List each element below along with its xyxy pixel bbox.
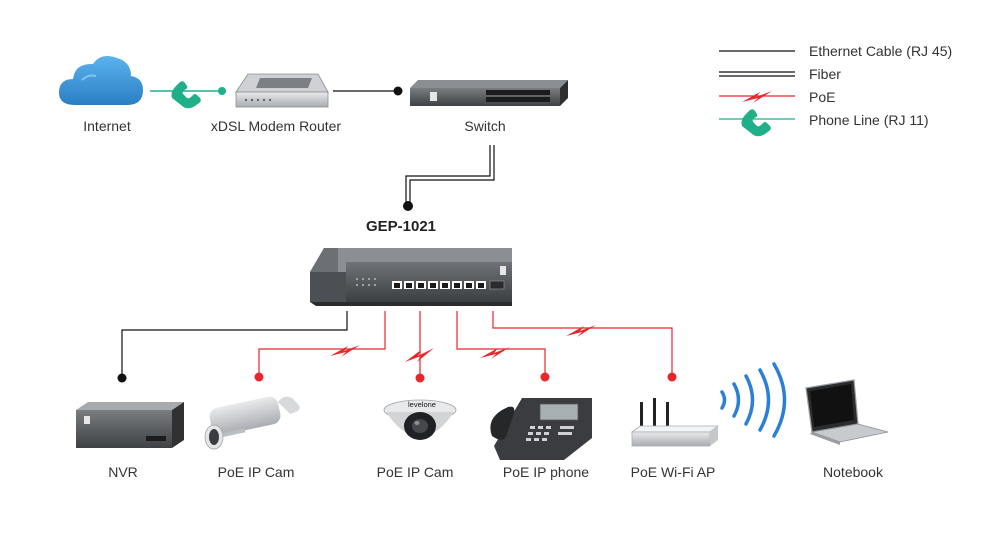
ip-phone-icon	[490, 398, 592, 460]
phone-line-connection	[150, 81, 226, 109]
label-poe-ip-phone: PoE IP phone	[502, 464, 590, 480]
dome-camera-icon: levelone	[383, 399, 457, 440]
legend-poe-label: PoE	[809, 89, 836, 105]
ethernet-gep-nvr	[117, 311, 348, 383]
label-poe-ip-cam-1: PoE IP Cam	[217, 464, 295, 480]
label-switch: Switch	[464, 118, 506, 134]
label-poe-ip-cam-2: PoE IP Cam	[376, 464, 454, 480]
phone-handset-icon	[171, 81, 201, 109]
poe-gep-ap	[492, 311, 677, 382]
lightning-icon	[480, 347, 510, 359]
cam-brand-text: levelone	[408, 400, 436, 409]
bullet-camera-icon	[204, 396, 300, 450]
poe-gep-cam2	[405, 311, 434, 383]
label-notebook: Notebook	[823, 464, 883, 480]
notebook-icon	[805, 379, 889, 445]
legend-phone-label: Phone Line (RJ 11)	[809, 112, 929, 128]
label-poe-wifi-ap: PoE Wi-Fi AP	[630, 464, 716, 480]
poe-gep-phone	[456, 311, 550, 382]
ethernet-modem-switch	[333, 86, 403, 96]
lightning-icon	[566, 325, 596, 337]
legend-phone-swatch	[719, 109, 795, 137]
legend-poe-swatch	[719, 91, 795, 103]
fiber-switch-gep	[403, 145, 495, 211]
lightning-icon	[330, 345, 360, 357]
wifi-ap-icon	[630, 398, 720, 447]
lightning-icon	[405, 348, 434, 362]
device-title: GEP-1021	[365, 218, 437, 235]
poe-gep-cam1	[254, 311, 386, 382]
label-nvr: NVR	[108, 464, 138, 480]
switch-device-icon	[410, 80, 568, 106]
gep-1021-switch-icon	[310, 248, 512, 306]
modem-router-icon	[235, 73, 329, 108]
nvr-device-icon	[76, 402, 184, 448]
legend-fiber-label: Fiber	[809, 66, 841, 82]
label-internet: Internet	[83, 118, 131, 134]
legend-ethernet-label: Ethernet Cable (RJ 45)	[809, 43, 953, 59]
wifi-signal-icon	[720, 362, 787, 438]
internet-cloud-icon	[58, 56, 143, 105]
label-modem-router: xDSL Modem Router	[210, 118, 342, 134]
legend	[719, 50, 795, 137]
